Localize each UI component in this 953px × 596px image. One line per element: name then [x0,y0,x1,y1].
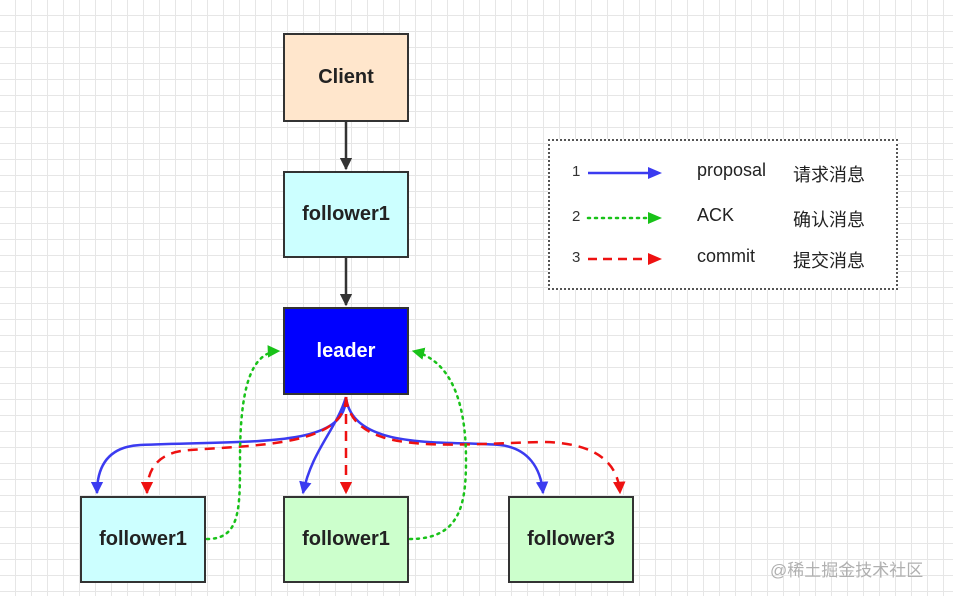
commit-edge-right [344,396,626,495]
legend-commit-line [588,253,662,265]
client-label: Client [318,66,374,88]
legend-ack-line [586,212,662,224]
follower1-middle-label: follower1 [302,528,390,550]
legend-commit-desc: 提交消息 [793,251,865,271]
legend-proposal-name: proposal [697,160,767,180]
client-node: Client [283,33,409,122]
leader-node: leader [283,307,409,395]
follower3-label: follower3 [527,528,615,550]
legend-number-1: 1 [572,163,581,180]
follower1-left-node: follower1 [80,496,206,583]
legend-ack-name: ACK [697,205,735,225]
legend-number-2: 2 [572,208,581,225]
follower1-entry-node: follower1 [283,171,409,258]
follower1-middle-node: follower1 [283,496,409,583]
proposal-edge-mid [299,396,348,495]
legend-number-3: 3 [572,249,581,266]
legend-proposal-desc: 请求消息 [793,165,865,185]
commit-edge-left [140,396,348,495]
legend-box: 1 proposal 请求消息 2 ACK 确认消息 3 commit 提交消息 [548,139,898,290]
follower1-entry-label: follower1 [302,203,390,225]
proposal-edge-left [90,396,348,495]
legend-ack-desc: 确认消息 [793,210,865,230]
follower1-left-label: follower1 [99,528,187,550]
leader-label: leader [316,339,376,362]
legend-commit-name: commit [697,246,755,266]
watermark-text: @稀土掘金技术社区 [770,561,924,580]
follower3-node: follower3 [508,496,634,583]
legend-proposal-line [588,167,662,179]
ack-edge-left [205,345,281,541]
ack-edge-right [408,347,468,541]
